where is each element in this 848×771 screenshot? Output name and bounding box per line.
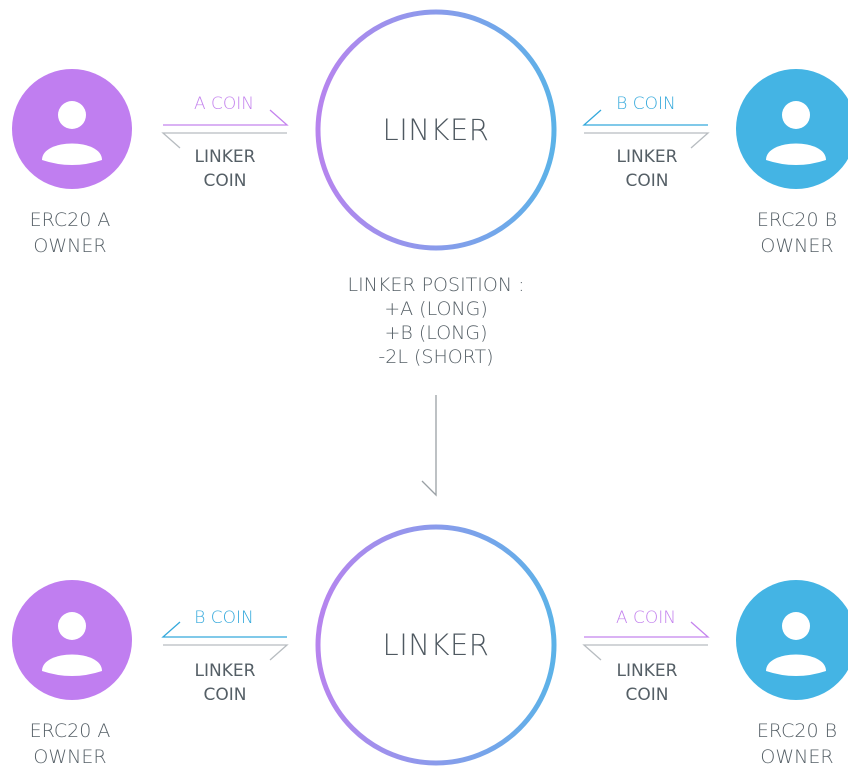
half-arrow-icon	[163, 109, 289, 126]
top-right-linker-coin-label: LINKER COIN	[616, 147, 678, 191]
half-arrow-icon	[582, 109, 708, 126]
top-right-b-coin-label: B COIN	[616, 94, 676, 114]
top-right-owner-label: ERC20 B OWNER	[756, 209, 838, 257]
half-arrow-icon	[163, 644, 289, 661]
half-arrow-icon	[584, 621, 710, 638]
top-left-a-coin-label: A COIN	[193, 94, 255, 114]
half-arrow-icon	[582, 644, 708, 661]
bottom-right-owner-avatar	[736, 580, 848, 700]
half-arrow-icon	[161, 132, 287, 149]
top-left-owner-avatar	[12, 69, 132, 189]
bottom-right-a-coin-label: A COIN	[615, 608, 677, 628]
user-avatar-icon	[736, 69, 848, 189]
down-arrow-icon	[421, 395, 437, 497]
bottom-left-b-coin-label: B COIN	[194, 608, 254, 628]
bottom-left-owner-avatar	[12, 580, 132, 700]
linker-position-text: LINKER POSITION : +A (LONG) +B (LONG) -2…	[347, 274, 525, 368]
bottom-right-owner-label: ERC20 B OWNER	[756, 720, 838, 768]
bottom-linker-label: LINKER	[382, 628, 490, 662]
top-left-linker-coin-label: LINKER COIN	[194, 147, 256, 191]
bottom-left-linker-coin-label: LINKER COIN	[194, 661, 256, 705]
bottom-linker-ring	[315, 524, 557, 766]
top-linker-label: LINKER	[382, 113, 490, 147]
top-linker-ring	[315, 9, 557, 251]
top-right-owner-avatar	[736, 69, 848, 189]
bottom-right-linker-coin-label: LINKER COIN	[616, 661, 678, 705]
half-arrow-icon	[584, 132, 710, 149]
top-left-owner-label: ERC20 A OWNER	[29, 209, 111, 257]
user-avatar-icon	[736, 580, 848, 700]
half-arrow-icon	[161, 621, 287, 638]
bottom-left-owner-label: ERC20 A OWNER	[29, 720, 111, 768]
